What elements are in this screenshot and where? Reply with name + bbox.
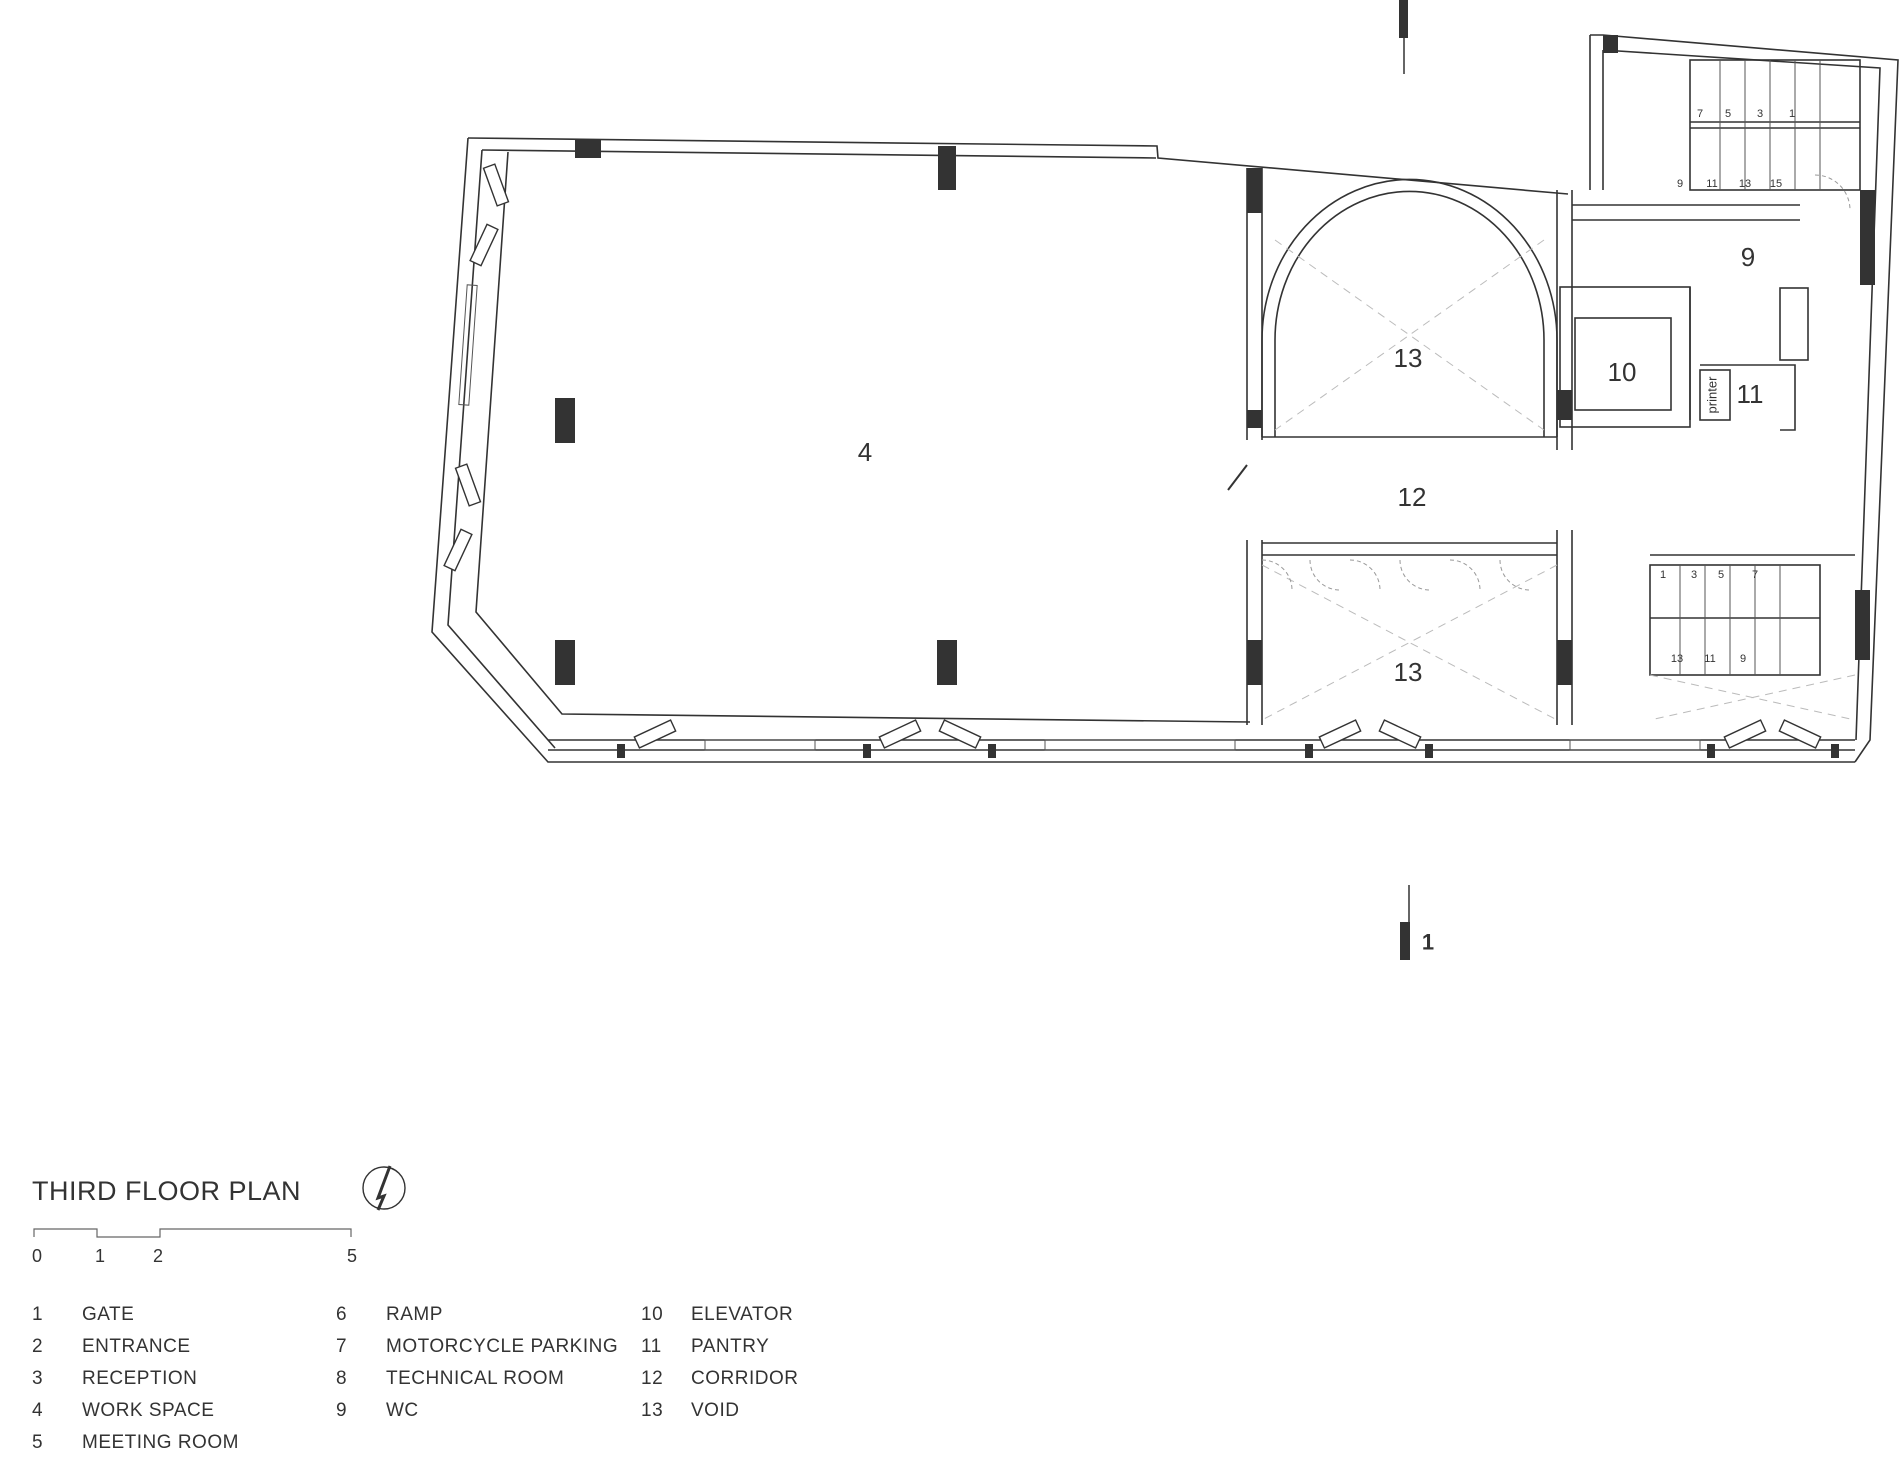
door-swings — [1261, 174, 1851, 591]
legend-number: 12 — [641, 1368, 664, 1389]
stair-step-label: 3 — [1757, 108, 1763, 120]
scale-tick-label: 0 — [32, 1246, 42, 1266]
legend-label: RAMP — [386, 1304, 443, 1325]
entry-door-leaf — [1227, 464, 1248, 491]
legend-number: 11 — [641, 1336, 662, 1357]
room-label-9: 9 — [1741, 242, 1755, 272]
stair-step-label: 11 — [1706, 178, 1717, 190]
room-label-13-upper: 13 — [1394, 343, 1423, 373]
scale-tick-label: 5 — [347, 1246, 357, 1266]
stair-step-numbers-bottom: 1 3 5 7 13 11 9 — [1660, 569, 1758, 665]
stair-step-label: 1 — [1660, 569, 1666, 581]
scale-tick-label: 1 — [95, 1246, 105, 1266]
legend-label: WC — [386, 1400, 419, 1421]
room-label-12: 12 — [1398, 482, 1427, 512]
structural-columns — [555, 35, 1875, 758]
stair-step-label: 7 — [1697, 108, 1703, 120]
legend-label: PANTRY — [691, 1336, 770, 1357]
legend-number: 6 — [336, 1304, 348, 1325]
north-arrow-icon — [362, 1165, 406, 1211]
legend-number: 5 — [32, 1432, 44, 1453]
legend-label: CORRIDOR — [691, 1368, 799, 1389]
stair-step-numbers-top: 7 5 3 1 9 11 13 15 — [1677, 108, 1795, 190]
room-label-10: 10 — [1608, 357, 1637, 387]
legend-number: 4 — [32, 1400, 44, 1421]
room-label-11: 11 — [1737, 379, 1764, 409]
room-numbers: 4 13 10 9 11 12 13 printer — [858, 242, 1764, 687]
section-marker-label: 1 — [1422, 930, 1434, 955]
legend-number: 1 — [32, 1304, 44, 1325]
stair-step-label: 5 — [1718, 569, 1724, 581]
legend-label: GATE — [82, 1304, 135, 1325]
legend-label: MEETING ROOM — [82, 1432, 239, 1453]
legend-number: 7 — [336, 1336, 348, 1357]
legend-label: VOID — [691, 1400, 740, 1421]
section-marker-icon: 1 — [1400, 885, 1434, 960]
room-label-13-lower: 13 — [1394, 657, 1423, 687]
stair-step-label: 9 — [1677, 178, 1683, 190]
stair-step-label: 5 — [1725, 108, 1731, 120]
building-walls — [431, 34, 1899, 763]
legend-number: 10 — [641, 1304, 664, 1325]
legend-label: ELEVATOR — [691, 1304, 794, 1325]
stair-step-label: 7 — [1752, 569, 1758, 581]
stair-step-label: 9 — [1740, 653, 1746, 665]
window-glazing — [458, 284, 1701, 751]
stair-step-label: 15 — [1770, 178, 1782, 190]
legend-label: WORK SPACE — [82, 1400, 215, 1421]
stair-step-label: 13 — [1671, 653, 1683, 665]
section-cut-line-top — [1399, 0, 1408, 74]
stair-treads — [1679, 60, 1821, 675]
legend-label: RECEPTION — [82, 1368, 198, 1389]
printer-label: printer — [1705, 376, 1720, 414]
legend-label: TECHNICAL ROOM — [386, 1368, 565, 1389]
room-legend: 1 GATE 2 ENTRANCE 3 RECEPTION 4 WORK SPACE 5… — [32, 1304, 932, 1464]
room-label-4: 4 — [858, 437, 872, 467]
stair-step-label: 13 — [1739, 178, 1751, 190]
stair-step-label: 3 — [1691, 569, 1697, 581]
legend-number: 3 — [32, 1368, 44, 1389]
stair-step-label: 1 — [1789, 108, 1795, 120]
legend-label: ENTRANCE — [82, 1336, 191, 1357]
legend-number: 13 — [641, 1400, 664, 1421]
legend-label: MOTORCYCLE PARKING — [386, 1336, 619, 1357]
legend-number: 9 — [336, 1400, 348, 1421]
facade-louvers — [443, 163, 1822, 749]
legend-number: 8 — [336, 1368, 348, 1389]
scale-tick-label: 2 — [153, 1246, 163, 1266]
arched-void — [1261, 178, 1558, 437]
scale-bar: 0 1 2 5 — [32, 1228, 357, 1266]
void-dashed-diagonals — [1261, 239, 1856, 721]
title-block: THIRD FLOOR PLAN — [32, 1168, 632, 1258]
legend-number: 2 — [32, 1336, 44, 1357]
stair-step-label: 11 — [1704, 653, 1715, 665]
plan-title: THIRD FLOOR PLAN — [32, 1176, 302, 1206]
